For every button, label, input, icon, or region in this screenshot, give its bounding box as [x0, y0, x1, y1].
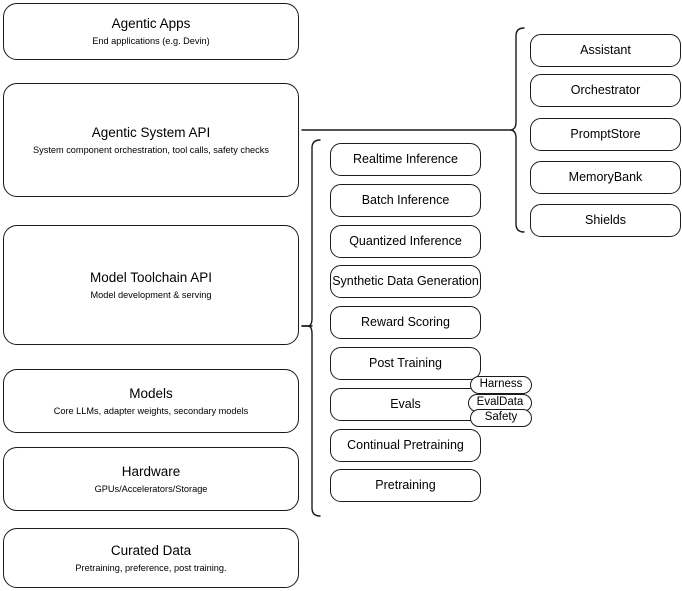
eval-badge-harness[interactable]: Harness: [470, 376, 532, 394]
toolchain-item-label: Continual Pretraining: [347, 438, 464, 452]
eval-badge-safety[interactable]: Safety: [470, 409, 532, 427]
connector-toolchain-brace: [300, 136, 330, 520]
eval-badge-label: Harness: [479, 378, 523, 391]
system-item-label: MemoryBank: [568, 170, 643, 184]
toolchain-item-quantized-inference[interactable]: Quantized Inference: [330, 225, 481, 258]
toolchain-item-evals[interactable]: Evals: [330, 388, 481, 421]
toolchain-item-pretraining[interactable]: Pretraining: [330, 469, 481, 502]
toolchain-item-batch-inference[interactable]: Batch Inference: [330, 184, 481, 217]
layer-subtitle: Pretraining, preference, post training.: [75, 562, 227, 573]
system-item-assistant[interactable]: Assistant: [530, 34, 681, 67]
system-item-label: Orchestrator: [570, 83, 641, 97]
layer-box-hardware[interactable]: Hardware GPUs/Accelerators/Storage: [3, 447, 299, 511]
toolchain-item-continual-pretraining[interactable]: Continual Pretraining: [330, 429, 481, 462]
toolchain-item-label: Quantized Inference: [349, 234, 462, 248]
layer-title: Models: [129, 385, 173, 401]
layer-subtitle: GPUs/Accelerators/Storage: [94, 483, 208, 494]
toolchain-item-synthetic-data-generation[interactable]: Synthetic Data Generation: [330, 265, 481, 298]
toolchain-item-label: Evals: [390, 397, 421, 411]
toolchain-item-label: Post Training: [369, 356, 442, 370]
layer-box-agentic-apps[interactable]: Agentic Apps End applications (e.g. Devi…: [3, 3, 299, 60]
layer-subtitle: Core LLMs, adapter weights, secondary mo…: [53, 405, 249, 416]
system-item-shields[interactable]: Shields: [530, 204, 681, 237]
toolchain-item-label: Reward Scoring: [361, 315, 450, 329]
toolchain-item-label: Realtime Inference: [353, 152, 458, 166]
layer-box-model-toolchain-api[interactable]: Model Toolchain API Model development & …: [3, 225, 299, 345]
system-item-memorybank[interactable]: MemoryBank: [530, 161, 681, 194]
system-item-label: Shields: [585, 213, 626, 227]
system-item-label: PromptStore: [570, 127, 641, 141]
toolchain-item-label: Pretraining: [375, 478, 436, 492]
layer-box-agentic-system-api[interactable]: Agentic System API System component orch…: [3, 83, 299, 197]
toolchain-item-label: Synthetic Data Generation: [332, 274, 479, 288]
eval-badge-label: EvalData: [476, 396, 524, 409]
system-item-promptstore[interactable]: PromptStore: [530, 118, 681, 151]
layer-title: Agentic Apps: [111, 16, 191, 31]
toolchain-item-post-training[interactable]: Post Training: [330, 347, 481, 380]
toolchain-item-realtime-inference[interactable]: Realtime Inference: [330, 143, 481, 176]
system-item-label: Assistant: [580, 43, 631, 57]
layer-subtitle: Model development & serving: [90, 289, 212, 300]
layer-title: Model Toolchain API: [89, 269, 213, 285]
layer-box-curated-data[interactable]: Curated Data Pretraining, preference, po…: [3, 528, 299, 588]
layer-box-models[interactable]: Models Core LLMs, adapter weights, secon…: [3, 369, 299, 433]
system-item-orchestrator[interactable]: Orchestrator: [530, 74, 681, 107]
layer-subtitle: End applications (e.g. Devin): [92, 36, 210, 46]
layer-title: Hardware: [121, 463, 181, 479]
layer-title: Curated Data: [110, 542, 192, 558]
layer-subtitle: System component orchestration, tool cal…: [33, 144, 269, 155]
toolchain-item-label: Batch Inference: [361, 193, 450, 207]
eval-badge-label: Safety: [484, 411, 518, 424]
layer-title: Agentic System API: [91, 124, 211, 140]
toolchain-item-reward-scoring[interactable]: Reward Scoring: [330, 306, 481, 339]
